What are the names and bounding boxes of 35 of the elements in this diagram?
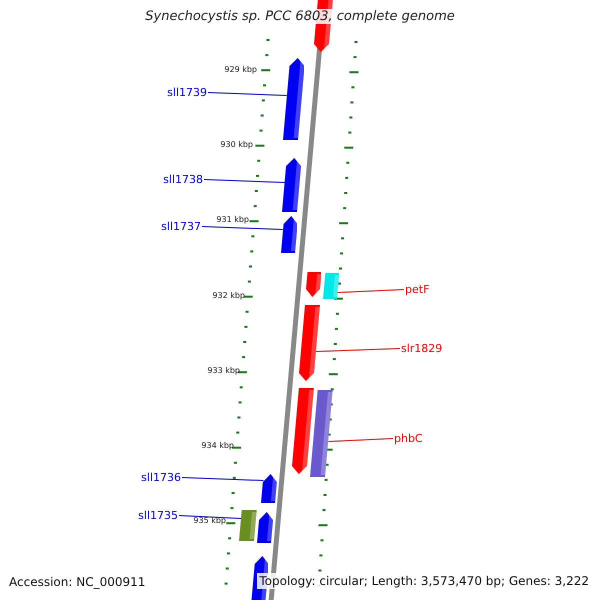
gene-bar [282, 158, 302, 212]
gene-label: petF [405, 283, 430, 296]
scale-label: 932 kbp [212, 291, 245, 301]
gene-bar [299, 305, 320, 381]
gene-bar [292, 388, 314, 474]
gene-label: sll1738 [163, 173, 203, 186]
leader-line [328, 438, 394, 442]
leader-line [315, 348, 400, 352]
scale-label: 929 kbp [224, 65, 257, 75]
scale-label: 934 kbp [201, 441, 234, 451]
accession-text: Accession: NC_000911 [9, 575, 146, 589]
scale-label: 931 kbp [216, 215, 249, 225]
leader-line [208, 92, 288, 96]
gene-label: sll1735 [138, 509, 178, 522]
leader-line [182, 477, 264, 481]
leader-line [178, 515, 242, 519]
gene-label: sll1739 [167, 86, 207, 99]
gene-label: sll1736 [141, 471, 181, 484]
leader-line [204, 179, 286, 183]
gene-bar [280, 216, 298, 253]
leader-line [202, 226, 284, 230]
gene-bar [322, 273, 339, 299]
gene-bar [310, 390, 333, 477]
scale-label: 933 kbp [207, 366, 240, 376]
gene-bar [282, 58, 304, 140]
gene-bar [306, 272, 321, 297]
gene-label: phbC [394, 432, 423, 445]
leader-line [336, 289, 404, 293]
gene-label: slr1829 [401, 342, 442, 355]
scale-label: 930 kbp [220, 140, 253, 150]
gene-label: sll1737 [161, 220, 201, 233]
gene-bar [239, 510, 257, 541]
scale-label: 935 kbp [193, 516, 226, 526]
gene-bar [261, 474, 278, 503]
gene-bar [257, 512, 274, 543]
